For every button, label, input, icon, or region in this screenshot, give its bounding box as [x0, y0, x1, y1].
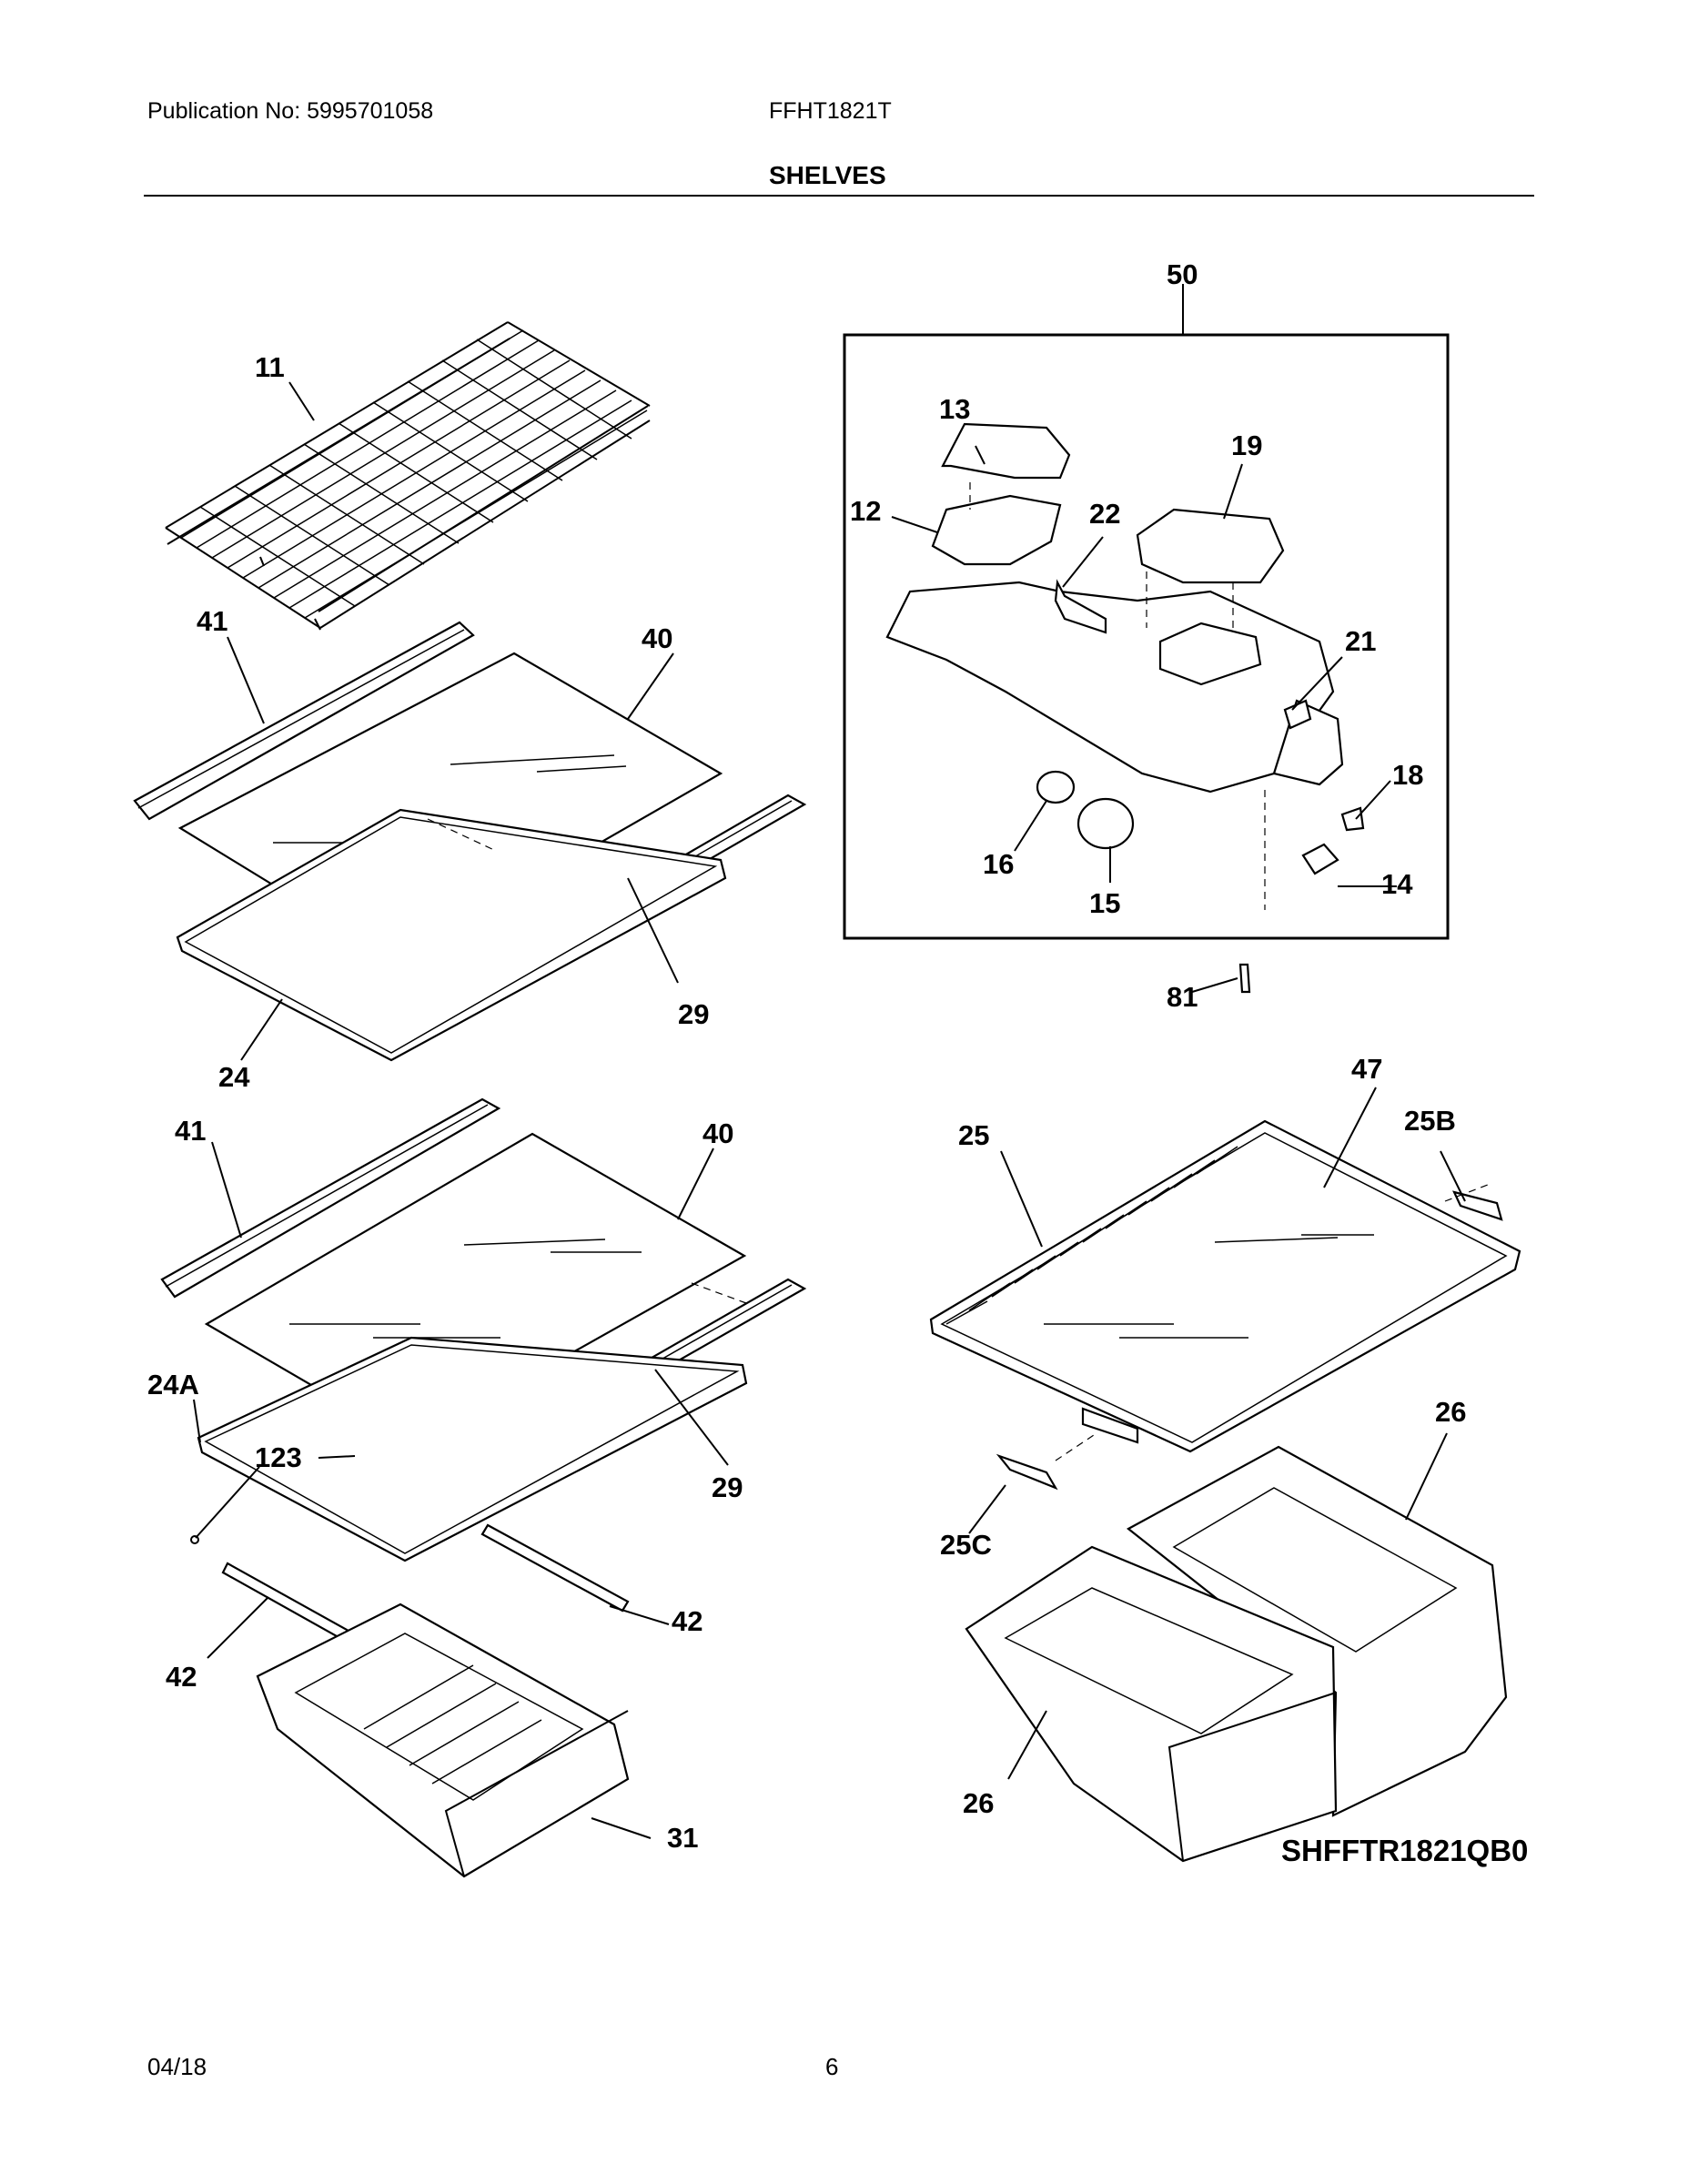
page-number: 6 [825, 2053, 839, 2080]
callout-11: 11 [255, 351, 285, 383]
diagram-code: SHFFTR1821QB0 [1281, 1834, 1528, 1867]
footer-date: 04/18 [147, 2053, 207, 2080]
leader-lines [193, 381, 1466, 1839]
callout-26-upper: 26 [1435, 1396, 1466, 1428]
callout-25B: 25B [1404, 1105, 1456, 1137]
callout-19: 19 [1231, 430, 1262, 461]
callout-25: 25 [958, 1119, 989, 1151]
callout-29-lower: 29 [712, 1471, 743, 1503]
callout-81: 81 [1167, 981, 1198, 1013]
callout-13: 13 [939, 393, 970, 425]
callout-47: 47 [1351, 1053, 1382, 1085]
callout-123: 123 [255, 1441, 302, 1473]
callout-26-lower: 26 [963, 1787, 994, 1819]
callout-41-upper: 41 [197, 605, 227, 637]
callout-18: 18 [1392, 759, 1423, 791]
callout-25C: 25C [940, 1529, 992, 1561]
callout-24: 24 [218, 1061, 250, 1093]
callout-22: 22 [1089, 498, 1120, 530]
callout-14: 14 [1381, 868, 1413, 900]
crisper-drawers [965, 1445, 1508, 1863]
callout-15: 15 [1089, 887, 1120, 919]
glass-shelf-lower [160, 1097, 807, 1613]
callout-31: 31 [667, 1822, 698, 1854]
header-rule [144, 195, 1534, 197]
section-title: SHELVES [769, 161, 886, 189]
callout-40-upper: 40 [642, 622, 672, 654]
callout-29-upper: 29 [678, 998, 709, 1030]
control-assembly-box [843, 333, 1450, 940]
glass-shelf-upper [133, 621, 807, 1062]
callout-12: 12 [850, 495, 881, 527]
callout-16: 16 [983, 848, 1014, 880]
callout-50: 50 [1167, 258, 1198, 290]
crisper-cover [929, 1119, 1521, 1491]
callout-41-lower: 41 [175, 1115, 206, 1147]
callout-40-lower: 40 [702, 1117, 733, 1149]
callout-labels: 50 11 13 19 12 22 21 18 16 14 15 81 41 4… [147, 258, 1528, 1867]
callout-42-left: 42 [166, 1661, 197, 1693]
callout-42-right: 42 [672, 1605, 702, 1637]
callout-21: 21 [1345, 625, 1376, 657]
control-assembly [885, 422, 1365, 910]
meat-drawer [221, 1562, 630, 1878]
callout-24A: 24A [147, 1369, 199, 1400]
publication-number: Publication No: 5995701058 [147, 98, 434, 124]
wire-shelf [165, 321, 651, 631]
model-number: FFHT1821T [769, 98, 892, 124]
screw-81 [1238, 963, 1251, 994]
